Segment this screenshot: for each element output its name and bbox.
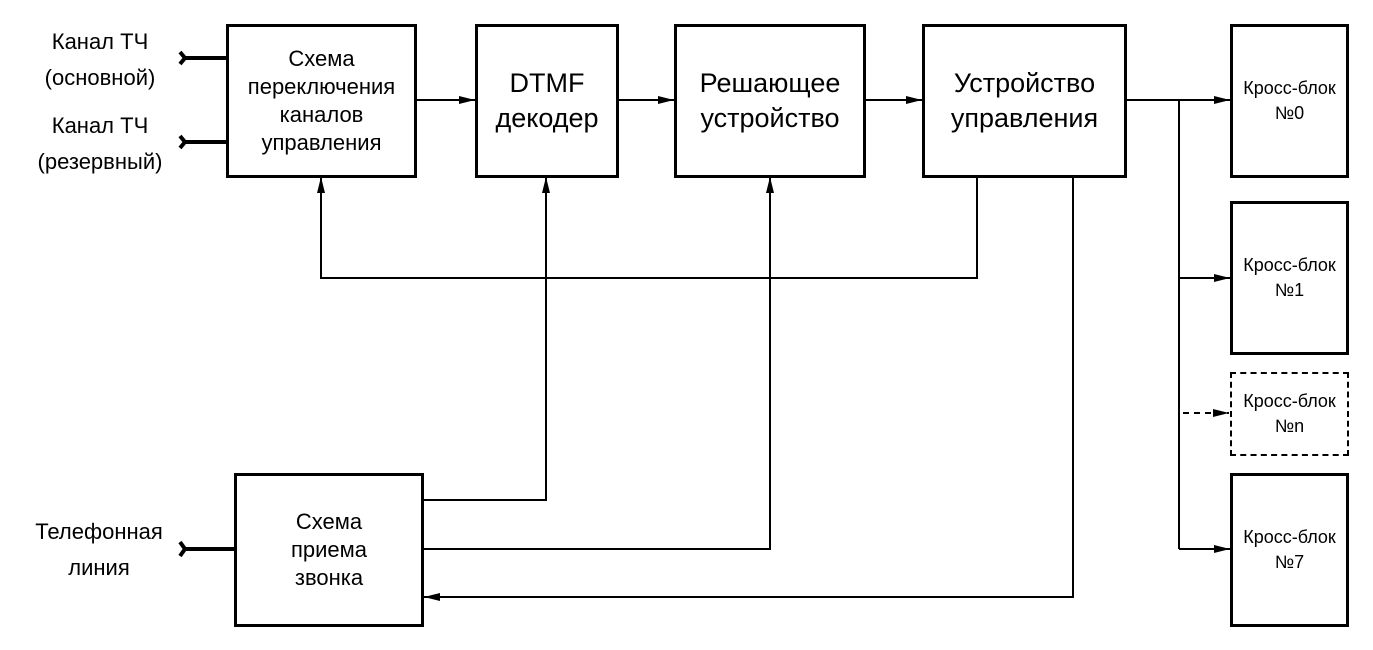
block-ring-scheme: Схема приема звонка	[234, 473, 424, 627]
block-decision-device-label: Решающее устройство	[699, 68, 841, 133]
block-decision-device: Решающее устройство	[674, 24, 866, 178]
input-connector-reserve	[178, 134, 226, 150]
cross-block-1-label: Кросс-блок №1	[1243, 255, 1336, 300]
label-channel-reserve: Канал ТЧ (резервный)	[37, 113, 163, 174]
cross-block-7: Кросс-блок №7	[1230, 473, 1349, 627]
block-switch-scheme: Схема переключения каналов управления	[226, 24, 417, 178]
label-channel-main: Канал ТЧ (основной)	[44, 29, 156, 90]
block-dtmf-decoder-label: DTMF декодер	[495, 68, 599, 133]
cross-block-n-label: Кросс-блок №n	[1243, 391, 1336, 436]
block-ring-scheme-label: Схема приема звонка	[290, 509, 368, 590]
block-control-device: Устройство управления	[922, 24, 1127, 178]
label-phone-line: Телефонная линия	[35, 519, 163, 580]
cross-block-0: Кросс-блок №0	[1230, 24, 1349, 178]
cross-block-0-label: Кросс-блок №0	[1243, 78, 1336, 123]
cross-block-n: Кросс-блок №n	[1230, 372, 1349, 456]
arrow-ring-to-dtmf	[423, 177, 550, 501]
cross-block-1: Кросс-блок №1	[1230, 201, 1349, 355]
block-dtmf-decoder: DTMF декодер	[475, 24, 619, 178]
arrow-control-to-ring	[424, 176, 1074, 601]
arrow-ring-to-decision	[423, 177, 774, 550]
block-switch-scheme-label: Схема переключения каналов управления	[247, 46, 396, 155]
feedback-control-to-switch	[317, 176, 978, 279]
block-control-device-label: Устройство управления	[950, 68, 1099, 133]
input-connector-main	[178, 50, 226, 66]
input-connector-phone	[178, 540, 234, 558]
cross-block-7-label: Кросс-блок №7	[1243, 527, 1336, 572]
